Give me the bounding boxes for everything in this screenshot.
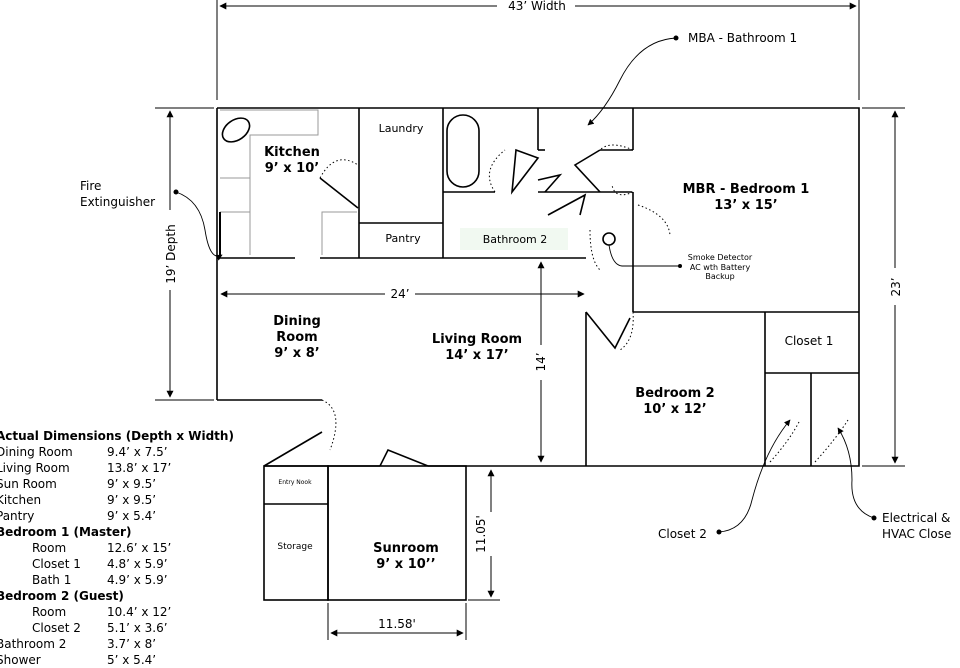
bedroom2-size: 10’ x 12’ (643, 402, 707, 417)
legend-row-value: 12.6’ x 15’ (107, 541, 172, 555)
width-dimension: 43’ Width (216, 0, 860, 100)
kitchen-size: 9’ x 10’ (265, 161, 319, 176)
dining-size: 9’ x 8’ (274, 346, 319, 361)
legend-row-name: Sun Room (0, 477, 57, 491)
legend-row: Pantry 9’ x 5.4’ (0, 508, 234, 524)
living-size: 14’ x 17’ (445, 348, 509, 363)
bathroom2-name: Bathroom 2 (483, 233, 548, 246)
legend-row-value: 4.9’ x 5.9’ (107, 573, 168, 587)
legend-row: Bath 1 4.9’ x 5.9’ (0, 572, 234, 588)
sunroom-height-label: 11.05' (474, 515, 488, 553)
legend-row-name: Living Room (0, 461, 70, 475)
legend-row: Dining Room 9.4’ x 7.5’ (0, 444, 234, 460)
legend-row: Shower 5’ x 5.4’ (0, 652, 234, 668)
legend-row: Living Room 13.8’ x 17’ (0, 460, 234, 476)
width-label: 43’ Width (508, 0, 566, 13)
sunroom-height-dimension: 11.05' (468, 469, 500, 601)
bedroom2-name: Bedroom 2 (635, 386, 714, 401)
legend-row-name: Closet 1 (32, 557, 81, 571)
living-depth-label: 14’ (534, 352, 548, 371)
legend-row: Bedroom 2 (Guest) (0, 588, 234, 604)
legend-row-name: Shower (0, 653, 41, 667)
sink-icon (221, 117, 251, 143)
smoke-callout-line1: Smoke Detector (688, 253, 753, 262)
legend-row-name: Pantry (0, 509, 35, 523)
legend-title: Actual Dimensions (Depth x Width) (0, 429, 234, 443)
electrical-callout-line2: HVAC Close (882, 527, 951, 541)
laundry-name: Laundry (379, 122, 424, 135)
legend-row-name: Bedroom 1 (Master) (0, 525, 132, 539)
kitchen-counters (219, 109, 357, 255)
legend-row-value: 9’ x 9.5’ (107, 477, 157, 491)
closet2-callout: Closet 2 (658, 527, 707, 541)
depth-dimension: 19’ Depth (155, 107, 214, 401)
sunroom-walls (263, 465, 467, 601)
legend-row-value: 9’ x 9.5’ (107, 493, 157, 507)
interior-walls (217, 108, 859, 466)
legend-row: Closet 1 4.8’ x 5.9’ (0, 556, 234, 572)
electrical-callout-line1: Electrical & (882, 511, 950, 525)
legend-row-name: Room (32, 605, 67, 619)
dimensions-legend: Actual Dimensions (Depth x Width) Dining… (0, 428, 234, 668)
smoke-detector-icon (602, 232, 616, 246)
legend-row: Bathroom 2 3.7’ x 8’ (0, 636, 234, 652)
pantry-name: Pantry (385, 232, 421, 245)
legend-row: Closet 2 5.1’ x 3.6’ (0, 620, 234, 636)
living-name: Living Room (432, 332, 522, 347)
mbr-size: 13’ x 15’ (714, 198, 778, 213)
interior-width-dimension: 24’ (220, 287, 585, 301)
storage-name: Storage (277, 542, 313, 552)
legend-row: Kitchen 9’ x 9.5’ (0, 492, 234, 508)
fire-callout-line2: Extinguisher (80, 195, 155, 209)
smoke-callout-line2: AC wth Battery (690, 263, 751, 272)
legend-row-name: Dining Room (0, 445, 73, 459)
right-height-label: 23’ (889, 277, 903, 296)
legend-row-value: 3.7’ x 8’ (107, 637, 157, 651)
sunroom-name: Sunroom (373, 541, 439, 556)
bathtub-icon (446, 114, 480, 188)
dining-name-line2: Room (276, 330, 317, 345)
legend-row: Room 10.4’ x 12’ (0, 604, 234, 620)
sunroom-width-label: 11.58' (378, 617, 416, 631)
depth-label: 19’ Depth (164, 224, 178, 283)
legend-row: Bedroom 1 (Master) (0, 524, 234, 540)
legend-row-name: Bathroom 2 (0, 637, 67, 651)
kitchen-name: Kitchen (264, 145, 320, 160)
mba-callout: MBA - Bathroom 1 (688, 31, 797, 45)
legend-row-name: Bedroom 2 (Guest) (0, 589, 124, 603)
legend-row: Sun Room 9’ x 9.5’ (0, 476, 234, 492)
legend-rows: Dining Room 9.4’ x 7.5’ Living Room 13.8’ x… (0, 444, 234, 668)
legend-row-value: 13.8’ x 17’ (107, 461, 172, 475)
sunroom-size: 9’ x 10’’ (376, 557, 435, 572)
legend-row-name: Bath 1 (32, 573, 72, 587)
legend-row-value: 5.1’ x 3.6’ (107, 621, 168, 635)
interior-width-label: 24’ (390, 287, 409, 301)
mbr-name: MBR - Bedroom 1 (683, 182, 810, 197)
dining-name-line1: Dining (273, 314, 321, 329)
legend-row: Room 12.6’ x 15’ (0, 540, 234, 556)
smoke-callout-line3: Backup (705, 272, 734, 281)
legend-row-value: 9.4’ x 7.5’ (107, 445, 168, 459)
right-height-dimension: 23’ (862, 107, 905, 467)
fire-callout-line1: Fire (80, 179, 101, 193)
legend-row-value: 4.8’ x 5.9’ (107, 557, 168, 571)
living-depth-dimension: 14’ (534, 261, 548, 463)
entry-nook-name: Entry Nook (278, 479, 312, 486)
legend-row-value: 5’ x 5.4’ (107, 653, 157, 667)
legend-row-name: Closet 2 (32, 621, 81, 635)
legend-row-value: 10.4’ x 12’ (107, 605, 172, 619)
legend-row-name: Kitchen (0, 493, 42, 507)
legend-row-name: Room (32, 541, 67, 555)
sunroom-width-dimension: 11.58' (327, 603, 467, 640)
closet1-name: Closet 1 (785, 334, 834, 348)
legend-row-value: 9’ x 5.4’ (107, 509, 157, 523)
